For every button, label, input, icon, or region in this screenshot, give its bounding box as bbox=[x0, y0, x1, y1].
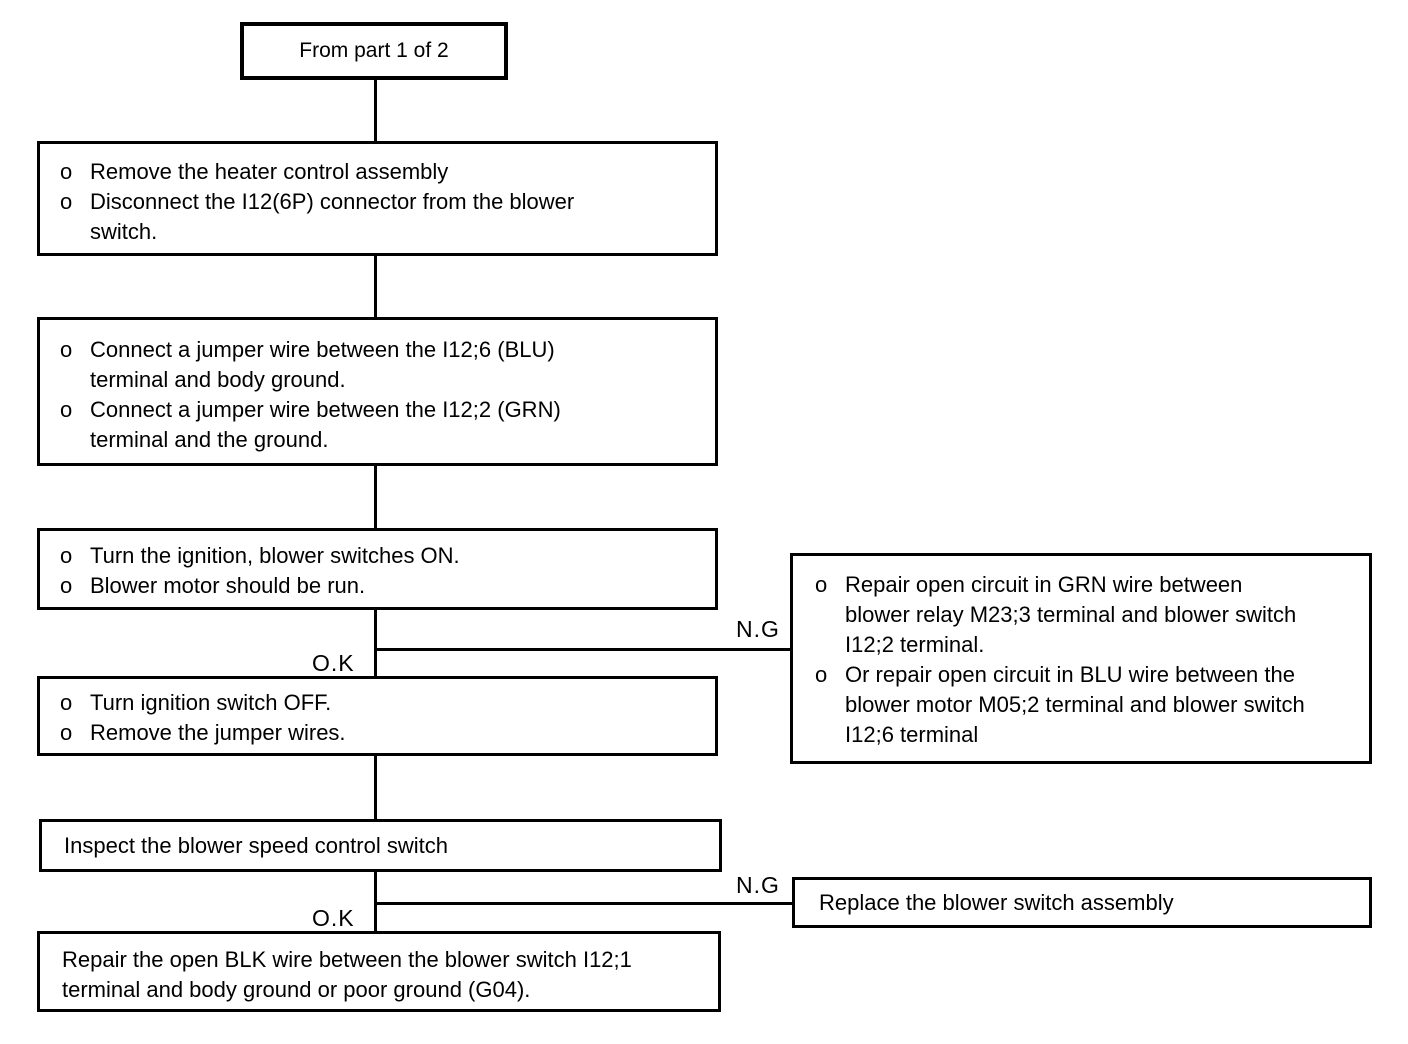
connector-start-to-remove bbox=[374, 79, 377, 143]
inspect-switch-label: Inspect the blower speed control switch bbox=[64, 832, 448, 858]
list-item: o Disconnect the I12(6P) connector from … bbox=[60, 187, 709, 247]
connector-inspect-to-repair-blk bbox=[374, 871, 377, 932]
ignition-on-box: o Turn the ignition, blower switches ON.… bbox=[37, 528, 718, 610]
text-line: terminal and body ground or poor ground … bbox=[62, 977, 531, 1002]
replace-switch-label: Replace the blower switch assembly bbox=[819, 889, 1174, 915]
inspect-switch-box: Inspect the blower speed control switch bbox=[39, 819, 722, 872]
text-line: Repair open circuit in GRN wire between bbox=[845, 572, 1243, 597]
repair-blk-wire-box: Repair the open BLK wire between the blo… bbox=[37, 931, 721, 1012]
text-line: Turn ignition switch OFF. bbox=[90, 690, 332, 715]
ok-label: O.K bbox=[312, 905, 355, 931]
ok-label: O.K bbox=[312, 650, 355, 676]
text-line: Connect a jumper wire between the I12;2 … bbox=[90, 397, 561, 422]
text-line: terminal and body ground. bbox=[90, 367, 346, 392]
text-line: terminal and the ground. bbox=[90, 427, 329, 452]
list-item: o Blower motor should be run. bbox=[60, 571, 709, 601]
text-line: Turn the ignition, blower switches ON. bbox=[90, 543, 460, 568]
text-line: switch. bbox=[90, 219, 158, 244]
text-line: Repair the open BLK wire between the blo… bbox=[62, 947, 632, 972]
connector-jumper-to-ignition-on bbox=[374, 465, 377, 529]
jumper-wires-box: o Connect a jumper wire between the I12;… bbox=[37, 317, 718, 466]
text-line: blower motor M05;2 terminal and blower s… bbox=[845, 692, 1305, 717]
text-line: Or repair open circuit in BLU wire betwe… bbox=[845, 662, 1295, 687]
start-box: From part 1 of 2 bbox=[240, 22, 508, 80]
bullet-marker: o bbox=[60, 189, 73, 214]
bullet-marker: o bbox=[60, 690, 73, 715]
list-item: o Connect a jumper wire between the I12;… bbox=[60, 395, 709, 455]
list-item: o Remove the jumper wires. bbox=[60, 718, 709, 748]
bullet-marker: o bbox=[60, 543, 73, 568]
repair-open-circuit-box: o Repair open circuit in GRN wire betwee… bbox=[790, 553, 1372, 764]
text-line: Blower motor should be run. bbox=[90, 573, 366, 598]
bullet-marker: o bbox=[815, 572, 828, 597]
list-item: o Or repair open circuit in BLU wire bet… bbox=[815, 660, 1363, 750]
list-item: o Repair open circuit in GRN wire betwee… bbox=[815, 570, 1363, 660]
list-item: o Remove the heater control assembly bbox=[60, 157, 709, 187]
text-line: Remove the jumper wires. bbox=[90, 720, 346, 745]
text-line: Connect a jumper wire between the I12;6 … bbox=[90, 337, 555, 362]
list-item: o Connect a jumper wire between the I12;… bbox=[60, 335, 709, 395]
list-item: o Turn ignition switch OFF. bbox=[60, 688, 709, 718]
bullet-marker: o bbox=[60, 397, 73, 422]
connector-remove-to-jumper bbox=[374, 255, 377, 318]
remove-heater-box: o Remove the heater control assembly o D… bbox=[37, 141, 718, 256]
ignition-off-box: o Turn ignition switch OFF. o Remove the… bbox=[37, 676, 718, 756]
bullet-marker: o bbox=[60, 159, 73, 184]
ng-label: N.G bbox=[736, 616, 780, 642]
list-item: o Turn the ignition, blower switches ON. bbox=[60, 541, 709, 571]
bullet-marker: o bbox=[815, 662, 828, 687]
ng-label: N.G bbox=[736, 872, 780, 898]
bullet-marker: o bbox=[60, 720, 73, 745]
branch-ng-line-1 bbox=[375, 648, 790, 651]
start-label: From part 1 of 2 bbox=[299, 39, 449, 62]
connector-ignition-on-to-off bbox=[374, 609, 377, 677]
bullet-marker: o bbox=[60, 337, 73, 362]
text-line: I12;6 terminal bbox=[845, 722, 979, 747]
connector-ignition-off-to-inspect bbox=[374, 755, 377, 820]
bullet-marker: o bbox=[60, 573, 73, 598]
text-line: Disconnect the I12(6P) connector from th… bbox=[90, 189, 575, 214]
branch-ng-line-2 bbox=[375, 902, 792, 905]
text-line: blower relay M23;3 terminal and blower s… bbox=[845, 602, 1297, 627]
replace-switch-box: Replace the blower switch assembly bbox=[792, 877, 1372, 928]
text-line: Remove the heater control assembly bbox=[90, 159, 449, 184]
text-line: I12;2 terminal. bbox=[845, 632, 985, 657]
